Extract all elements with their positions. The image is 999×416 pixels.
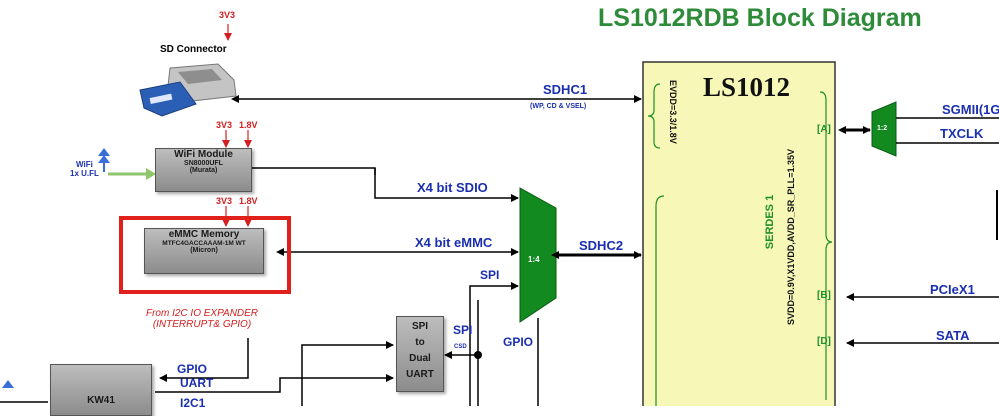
x4-sdio-label: X4 bit SDIO bbox=[417, 180, 488, 195]
chip-name: LS1012 bbox=[703, 72, 791, 102]
spi-right-label: SPI bbox=[453, 323, 473, 337]
wifi-power-1v8: 1.8V bbox=[239, 120, 258, 130]
svdd-label: SVDD=0.9V,X1VDD,AVDD_SR_PLL=1.35V bbox=[786, 148, 796, 326]
emmc-vendor: (Micron) bbox=[190, 247, 218, 254]
emmc-part: MTFC4GACCAAAM-1M WT bbox=[162, 240, 246, 247]
page-title: LS1012RDB Block Diagram bbox=[598, 4, 922, 32]
evdd-label-wrap: EVDD=3.3/1.8V bbox=[664, 80, 678, 170]
emmc-memory-box: eMMC Memory MTFC4GACCAAAM-1M WT (Micron) bbox=[144, 228, 264, 274]
diagram-canvas bbox=[0, 24, 999, 406]
emmc-name: eMMC Memory bbox=[168, 229, 240, 240]
txclk-label: TXCLK bbox=[940, 126, 984, 141]
port-b-label: [B] bbox=[817, 290, 831, 301]
gpio-mux-label: GPIO bbox=[503, 335, 534, 349]
uart-label: UART bbox=[180, 376, 214, 390]
serdes-label-wrap: SERDES 1 bbox=[760, 180, 776, 270]
wifi-antenna-label: WiFi 1x U.FL bbox=[70, 160, 99, 178]
i2c-label: I2C1 bbox=[180, 396, 206, 410]
kw41-box: KW41 bbox=[50, 364, 152, 416]
emmc-highlight bbox=[119, 216, 291, 294]
mux-1-4 bbox=[519, 187, 557, 323]
sdhc1-note: (WP, CD & VSEL) bbox=[530, 103, 587, 110]
i2c-expander-note: From I2C IO EXPANDER (INTERRUPT& GPIO) bbox=[145, 308, 259, 330]
x4-sdio-line bbox=[250, 167, 519, 202]
svdd-label-wrap: SVDD=0.9V,X1VDD,AVDD_SR_PLL=1.35V bbox=[784, 120, 798, 360]
sd-connector-label: SD Connector bbox=[160, 44, 227, 55]
serdes-label: SERDES 1 bbox=[764, 194, 776, 250]
sd-power-label: 3V3 bbox=[219, 10, 236, 20]
spi-dual-uart-box: SPI to Dual UART bbox=[396, 316, 444, 392]
wifi-module-box: WiFi Module SN8000UFL (Murata) bbox=[155, 148, 252, 192]
csd-label: CSD bbox=[454, 344, 467, 350]
evdd-label: EVDD=3.3/1.8V bbox=[668, 80, 678, 144]
wifi-module-vendor: (Murata) bbox=[189, 167, 218, 174]
pciex1-label: PCIeX1 bbox=[930, 282, 975, 297]
spi-top-label: SPI bbox=[480, 268, 500, 282]
mux-1-2-label: 1:2 bbox=[877, 125, 888, 132]
mux-1-4-label: 1:4 bbox=[528, 255, 540, 264]
sd-connector-image bbox=[139, 63, 237, 117]
sata-label: SATA bbox=[936, 328, 970, 343]
x4-emmc-label: X4 bit eMMC bbox=[415, 235, 493, 250]
gpio-left-label: GPIO bbox=[177, 362, 208, 376]
sgmii-label: SGMII(1G bbox=[942, 102, 999, 117]
port-a-label: [A] bbox=[817, 124, 831, 135]
wifi-module-name: WiFi Module bbox=[174, 149, 233, 160]
emmc-power-3v3: 3V3 bbox=[216, 196, 233, 206]
sdhc2-label: SDHC2 bbox=[579, 238, 624, 253]
spi-line bbox=[469, 282, 519, 406]
mux-1-2 bbox=[871, 101, 897, 157]
emmc-power-1v8: 1.8V bbox=[239, 196, 258, 206]
ls1012-chip bbox=[642, 61, 836, 406]
port-d-label: [D] bbox=[817, 336, 831, 347]
wifi-module-part: SN8000UFL bbox=[184, 160, 223, 167]
sdhc1-label: SDHC1 bbox=[543, 82, 588, 97]
wifi-power-3v3: 3V3 bbox=[216, 120, 233, 130]
